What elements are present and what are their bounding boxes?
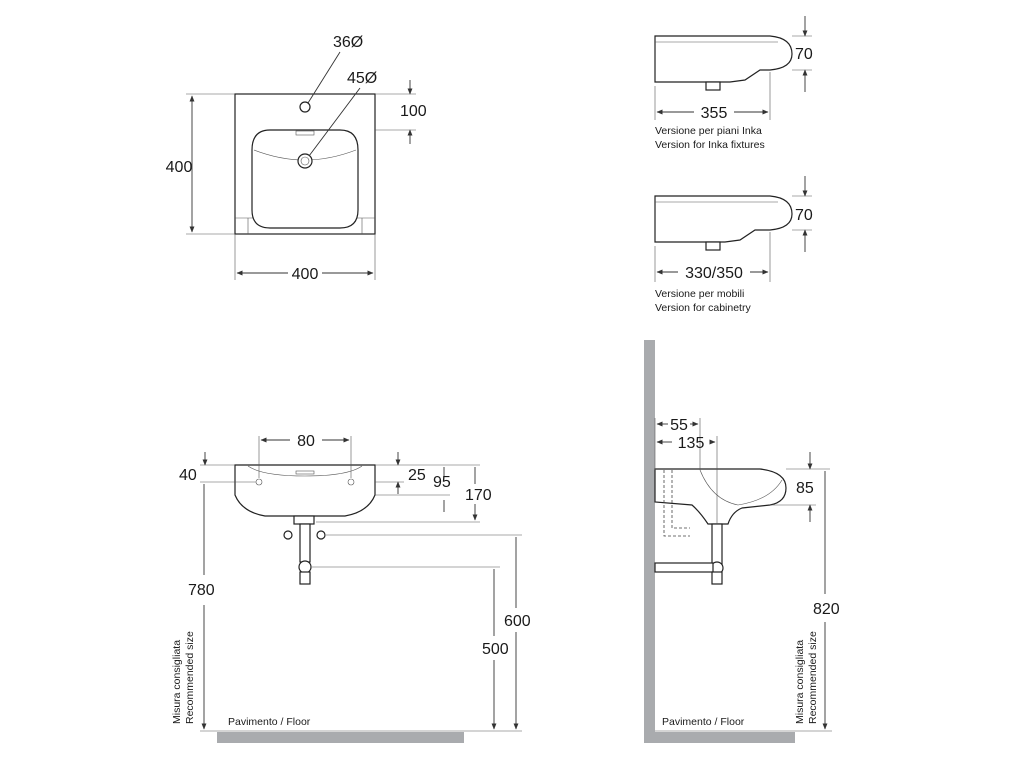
dimension-820: 820 <box>813 601 840 618</box>
front-floor-label: Pavimento / Floor <box>228 716 311 728</box>
wall-recommended-en: Recommended size <box>807 631 819 724</box>
drain-outlet <box>293 515 315 525</box>
drain-hole-diameter: 45Ø <box>347 70 377 87</box>
dimension-width-400: 400 <box>292 266 319 283</box>
drain-pipe <box>299 523 311 563</box>
cabinet-caption-en: Version for cabinetry <box>655 302 751 314</box>
inka-depth-70: 70 <box>795 46 813 63</box>
tap-hole <box>299 101 311 113</box>
cabinet-length-330-350: 330/350 <box>685 265 743 282</box>
dimension-85: 85 <box>796 480 814 497</box>
floor-slab-wall <box>644 732 795 743</box>
side-view-cabinetry: 70 330/350 Versione per mobili Version f… <box>654 176 813 314</box>
wall-recommended-it: Misura consigliata <box>794 640 806 724</box>
dimension-780: 780 <box>188 582 215 599</box>
cold-valve-icon <box>283 530 293 540</box>
basin-side-inka <box>654 35 793 83</box>
dimension-80: 80 <box>297 433 315 450</box>
tap-hole-diameter: 36Ø <box>333 34 363 51</box>
wall <box>644 340 655 743</box>
dimension-height-400: 400 <box>166 159 193 176</box>
front-elevation: 80 40 25 95 170 780 600 500 <box>171 433 531 743</box>
wall-floor-label: Pavimento / Floor <box>662 716 745 728</box>
dimension-40: 40 <box>179 467 197 484</box>
dimension-100: 100 <box>400 103 427 120</box>
cabinet-depth-70: 70 <box>795 207 813 224</box>
trap-pipe <box>711 523 723 567</box>
inka-caption-en: Version for Inka fixtures <box>655 139 765 151</box>
side-view-inka: 70 355 Versione per piani Inka Version f… <box>654 16 813 151</box>
dimension-500: 500 <box>482 641 509 658</box>
inka-caption-it: Versione per piani Inka <box>655 125 762 137</box>
floor-slab-front <box>217 732 464 743</box>
dimension-95: 95 <box>433 474 451 491</box>
waste-pipe <box>654 562 714 573</box>
drain-hole <box>297 153 313 169</box>
basin-section <box>654 468 787 525</box>
dimension-55: 55 <box>670 417 688 434</box>
front-recommended-it: Misura consigliata <box>171 640 183 724</box>
wall-section: 55 135 85 820 Misura consigliata Recomme… <box>644 340 840 743</box>
dimension-600: 600 <box>504 613 531 630</box>
dimension-170: 170 <box>465 487 492 504</box>
dimension-25: 25 <box>408 467 426 484</box>
cabinet-caption-it: Versione per mobili <box>655 288 744 300</box>
basin-front <box>234 464 376 517</box>
overflow-slot <box>295 130 315 136</box>
front-recommended-en: Recommended size <box>184 631 196 724</box>
inka-length-355: 355 <box>701 105 728 122</box>
hot-valve-icon <box>316 530 326 540</box>
bowl-outline <box>251 129 359 229</box>
top-view: 36Ø 45Ø 100 400 400 <box>166 34 427 283</box>
dimension-135: 135 <box>678 435 705 452</box>
basin-side-cabinetry <box>654 195 793 243</box>
